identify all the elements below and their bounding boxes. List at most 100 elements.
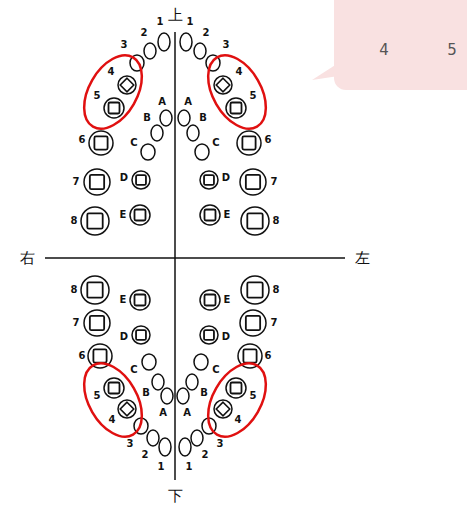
tooth-number: E [224, 210, 231, 220]
tooth-outline [130, 290, 150, 310]
tooth-crown [109, 103, 120, 114]
tooth-number: 7 [73, 177, 80, 187]
tooth-number: 4 [108, 67, 115, 77]
tooth-crown [247, 213, 262, 228]
tooth-number: B [199, 113, 207, 123]
tooth-number: 8 [71, 216, 78, 226]
tooth-crown [135, 295, 146, 306]
tooth-outline [200, 326, 218, 344]
tooth-outline [84, 310, 110, 336]
tooth-number: C [130, 138, 137, 148]
tooth-number: 1 [158, 462, 165, 472]
tooth-outline [200, 290, 220, 310]
tooth-number: 3 [223, 40, 230, 50]
tooth-outline [104, 378, 124, 398]
highlight-ring [196, 353, 278, 446]
tooth-crown [247, 282, 262, 297]
tooth-number: 2 [202, 450, 209, 460]
tooth-outline [132, 326, 150, 344]
tooth-number: A [184, 97, 192, 107]
tooth-number: D [222, 173, 230, 183]
highlight-ring [196, 45, 278, 138]
tooth-outline [89, 131, 113, 155]
tooth-crown [231, 103, 242, 114]
tooth-outline [241, 276, 269, 304]
tooth-number: A [159, 408, 167, 418]
tooth-number: 7 [271, 177, 278, 187]
tooth-number: 6 [265, 351, 272, 361]
tooth-number: B [200, 388, 208, 398]
tooth-outline [194, 43, 206, 59]
tooth-number: 6 [79, 351, 86, 361]
direction-label: 右 [20, 251, 35, 266]
tooth-outline [81, 207, 109, 235]
tooth-number: C [130, 365, 137, 375]
tooth-number: 7 [271, 318, 278, 328]
tooth-number: A [183, 408, 191, 418]
tooth-outline [214, 76, 232, 94]
occlusal-line [45, 257, 345, 259]
tooth-number: 3 [127, 439, 134, 449]
tooth-outline [158, 33, 170, 51]
tooth-outline [187, 125, 199, 141]
tooth-number: B [143, 113, 151, 123]
tooth-number: 8 [273, 216, 280, 226]
tooth-number: 1 [157, 17, 164, 27]
tooth-outline [194, 354, 208, 370]
highlight-ring [72, 353, 154, 446]
callout-bubble: 45 [334, 0, 467, 90]
highlight-ring [72, 45, 154, 138]
direction-label: 上 [168, 8, 183, 23]
tooth-outline [81, 276, 109, 304]
highlight-rings [72, 45, 278, 446]
tooth-number: 4 [109, 415, 116, 425]
tooth-outline [200, 205, 220, 225]
tooth-number: 5 [250, 391, 257, 401]
tooth-crown [205, 210, 216, 221]
tooth-number: D [120, 332, 128, 342]
tooth-crown [94, 136, 107, 149]
tooth-crown [216, 402, 230, 416]
direction-label: 下 [168, 489, 183, 504]
tooth-outline [130, 205, 150, 225]
tooth-crown [242, 136, 255, 149]
tooth-number: 2 [203, 28, 210, 38]
tooth-crown [90, 175, 104, 189]
tooth-number: 3 [217, 439, 224, 449]
tooth-outline [177, 388, 189, 404]
tooth-outline [200, 171, 218, 189]
tooth-crown [109, 383, 120, 394]
tooth-number: 6 [79, 135, 86, 145]
tooth-number: 8 [71, 285, 78, 295]
tooth-number: B [142, 388, 150, 398]
tooth-crown [87, 282, 102, 297]
tooth-number: D [120, 173, 128, 183]
tooth-outline [237, 131, 261, 155]
tooth-number: 1 [186, 462, 193, 472]
tooth-number: 7 [73, 318, 80, 328]
tooth-outline [141, 144, 155, 160]
tooth-crown [216, 78, 230, 92]
tooth-number: 5 [94, 391, 101, 401]
direction-label: 左 [355, 251, 370, 266]
tooth-crown [136, 330, 146, 340]
tooth-outline [195, 144, 209, 160]
tooth-number: E [224, 295, 231, 305]
tooth-crown [93, 349, 106, 362]
tooth-number: C [212, 138, 219, 148]
tooth-number: 5 [250, 91, 257, 101]
tooth-crown [204, 175, 214, 185]
tooth-number: 4 [236, 67, 243, 77]
tooth-number: A [158, 97, 166, 107]
tooth-outline [84, 169, 110, 195]
tooth-outline [179, 438, 191, 456]
tooth-outline [118, 400, 136, 418]
midline [174, 32, 176, 480]
tooth-outline [160, 110, 172, 126]
tooth-number: 5 [94, 91, 101, 101]
tooth-crown [87, 213, 102, 228]
tooth-outline [240, 310, 266, 336]
tooth-outline [191, 430, 203, 446]
tooth-outline [144, 43, 156, 59]
tooth-crown [204, 330, 214, 340]
